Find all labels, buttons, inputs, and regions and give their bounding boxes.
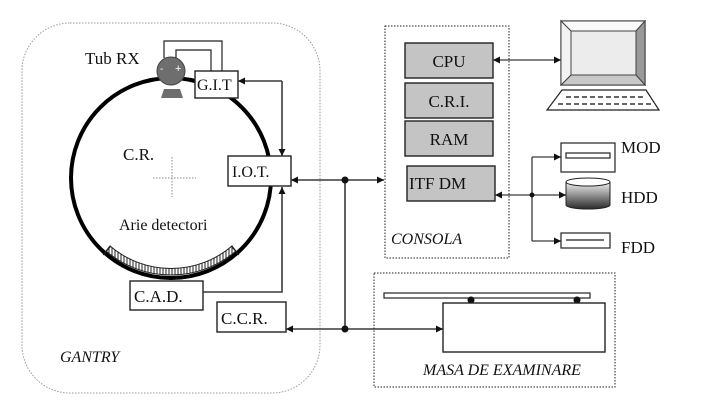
svg-text:+: +: [175, 63, 181, 75]
itf-dm-block: ITF DM: [406, 165, 496, 202]
exam-table-frame: [373, 272, 616, 388]
hdd-label: HDD: [621, 188, 658, 207]
hdd-icon: [565, 177, 611, 210]
cad-iot-link: [203, 187, 286, 293]
svg-text:C.R.I.: C.R.I.: [428, 92, 469, 111]
git-block: G.I.T: [194, 70, 239, 99]
xray-tube-icon: - +: [156, 56, 186, 98]
cpu-block: CPU: [404, 42, 494, 79]
svg-text:-: -: [160, 64, 163, 75]
rotation-center-label: C.R.: [123, 145, 154, 164]
tube-rx-label: Tub RX: [85, 49, 140, 68]
detector-array: [105, 245, 237, 276]
gantry-title: GANTRY: [60, 349, 121, 366]
iot-block: I.O.T.: [227, 155, 292, 187]
console-title: CONSOLA: [391, 231, 462, 248]
ccr-block: C.C.R.: [216, 301, 287, 333]
rotation-center-icon: [153, 157, 196, 197]
main-bus: [286, 176, 443, 333]
svg-text:ITF DM: ITF DM: [409, 174, 466, 193]
fdd-icon: [560, 232, 611, 249]
bus-junction-bottom: [341, 325, 349, 333]
svg-text:C.A.D.: C.A.D.: [134, 287, 183, 306]
mod-label: MOD: [621, 138, 661, 157]
gantry-group: C.R. Arie detectori - + Tub RX G.I.T I.O…: [21, 22, 321, 394]
mod-drive-icon: [560, 142, 616, 173]
ram-block: RAM: [404, 120, 494, 157]
fdd-label: FDD: [621, 238, 655, 257]
cri-block: C.R.I.: [404, 82, 494, 119]
storage-bus: [495, 153, 566, 245]
svg-text:G.I.T: G.I.T: [197, 77, 232, 94]
exam-table-title: MASA DE EXAMINARE: [422, 362, 581, 379]
console-group: CPU C.R.I. RAM ITF DM CONSOLA: [384, 25, 510, 259]
detectors-label: Arie detectori: [119, 217, 208, 234]
bus-junction-top: [341, 176, 349, 184]
svg-text:I.O.T.: I.O.T.: [232, 164, 269, 181]
exam-table-group: MASA DE EXAMINARE: [373, 272, 616, 388]
gantry-frame: [21, 22, 321, 394]
computer-terminal-icon: [545, 19, 661, 111]
table-base: [442, 302, 606, 353]
console-frame: [384, 25, 510, 259]
cad-block: C.A.D.: [129, 280, 204, 311]
table-top: [383, 292, 591, 299]
svg-text:C.C.R.: C.C.R.: [221, 309, 268, 328]
svg-text:RAM: RAM: [430, 130, 469, 149]
svg-text:CPU: CPU: [432, 52, 465, 71]
